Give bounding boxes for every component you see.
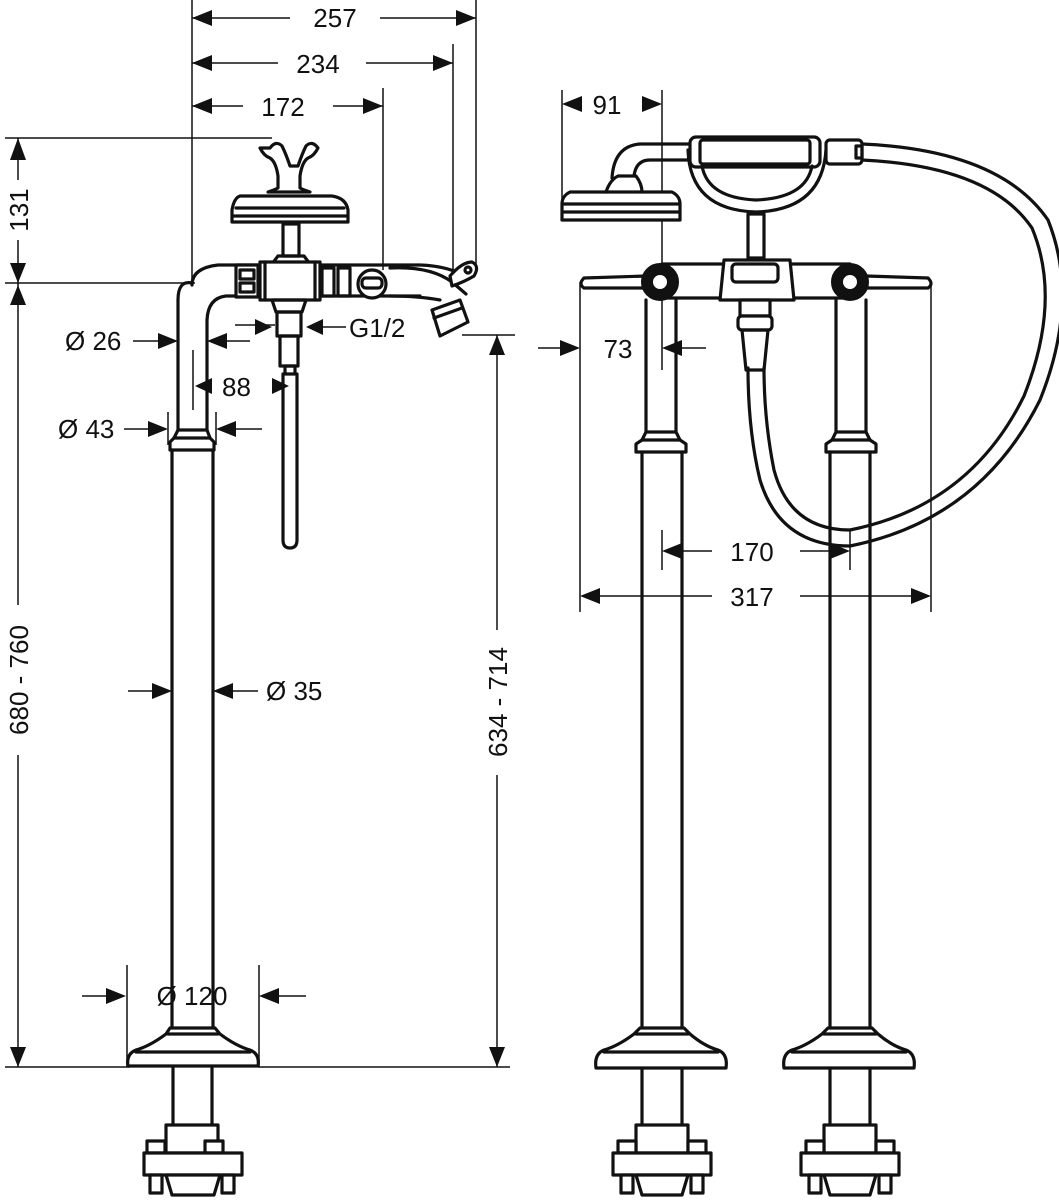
svg-text:88: 88	[222, 372, 251, 402]
dim-riser-spacing: 170	[661, 530, 851, 570]
side-view: 257 234 172 131	[4, 0, 515, 1197]
svg-text:317: 317	[730, 582, 773, 612]
svg-text:172: 172	[261, 92, 304, 122]
dim-front-overall-width: 317	[580, 282, 932, 612]
dim-width-to-body: 172	[192, 92, 383, 122]
svg-text:Ø 43: Ø 43	[58, 414, 114, 444]
side-mixer-body	[126, 141, 479, 1197]
svg-text:257: 257	[313, 3, 356, 33]
dim-spout-height: 634 - 714	[483, 335, 513, 1067]
svg-text:G1/2: G1/2	[349, 313, 405, 343]
dim-collar-diameter: Ø 43	[58, 412, 262, 445]
front-mixer-body	[560, 135, 1059, 1197]
svg-text:634 - 714: 634 - 714	[483, 647, 513, 757]
front-view: 91 73 170 317	[538, 90, 1059, 1197]
dim-overall-width: 257	[192, 3, 476, 33]
svg-text:Ø 120: Ø 120	[157, 981, 228, 1011]
svg-text:680 - 760: 680 - 760	[4, 625, 34, 735]
svg-text:234: 234	[296, 49, 339, 79]
svg-text:131: 131	[4, 188, 34, 231]
svg-text:Ø 26: Ø 26	[65, 326, 121, 356]
dim-base-diameter: Ø 120	[82, 965, 306, 1067]
dim-riser-diameter: Ø 35	[128, 676, 322, 706]
dim-width-to-spout: 234	[192, 49, 453, 79]
dim-handle-height: 131	[4, 138, 34, 283]
dim-pipe-bend-diameter: Ø 26	[65, 326, 250, 356]
dim-total-height: 680 - 760	[4, 283, 34, 1067]
dim-thread: G1/2	[255, 313, 405, 343]
dim-lever-overhang: 73	[538, 282, 706, 612]
svg-text:73: 73	[604, 334, 633, 364]
dim-handshower-offset: 91	[561, 90, 663, 370]
svg-text:91: 91	[593, 90, 622, 120]
svg-text:Ø 35: Ø 35	[266, 676, 322, 706]
svg-text:170: 170	[730, 537, 773, 567]
